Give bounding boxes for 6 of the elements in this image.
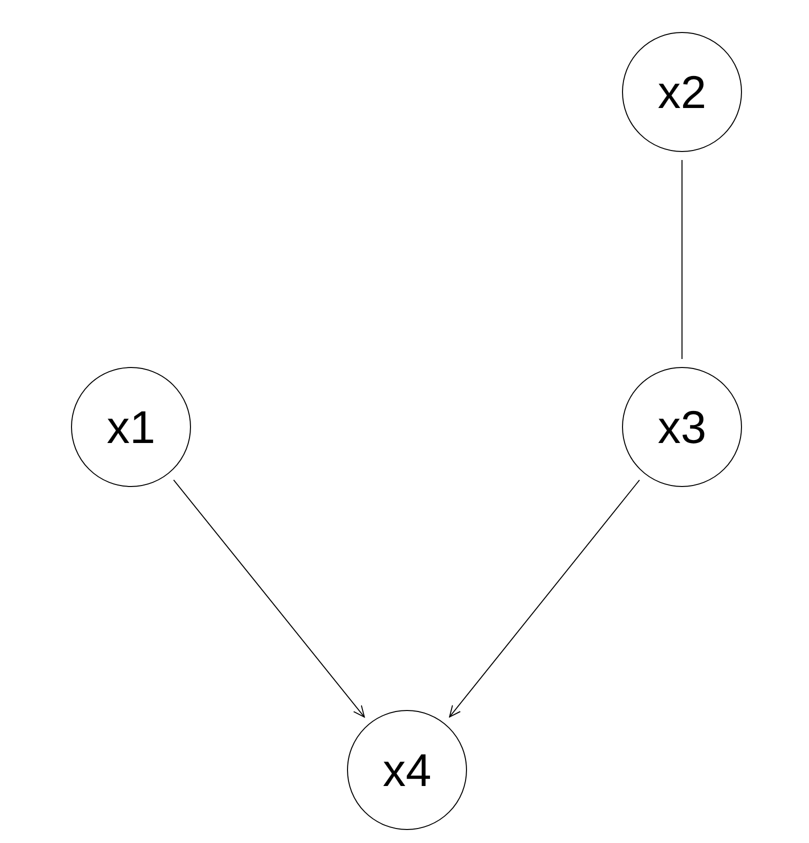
node-label: x4	[382, 743, 432, 797]
node-label: x2	[658, 65, 706, 119]
node-label: x1	[106, 400, 156, 454]
arrow	[173, 479, 365, 718]
node-label: x3	[658, 400, 706, 454]
arrow	[449, 480, 640, 718]
